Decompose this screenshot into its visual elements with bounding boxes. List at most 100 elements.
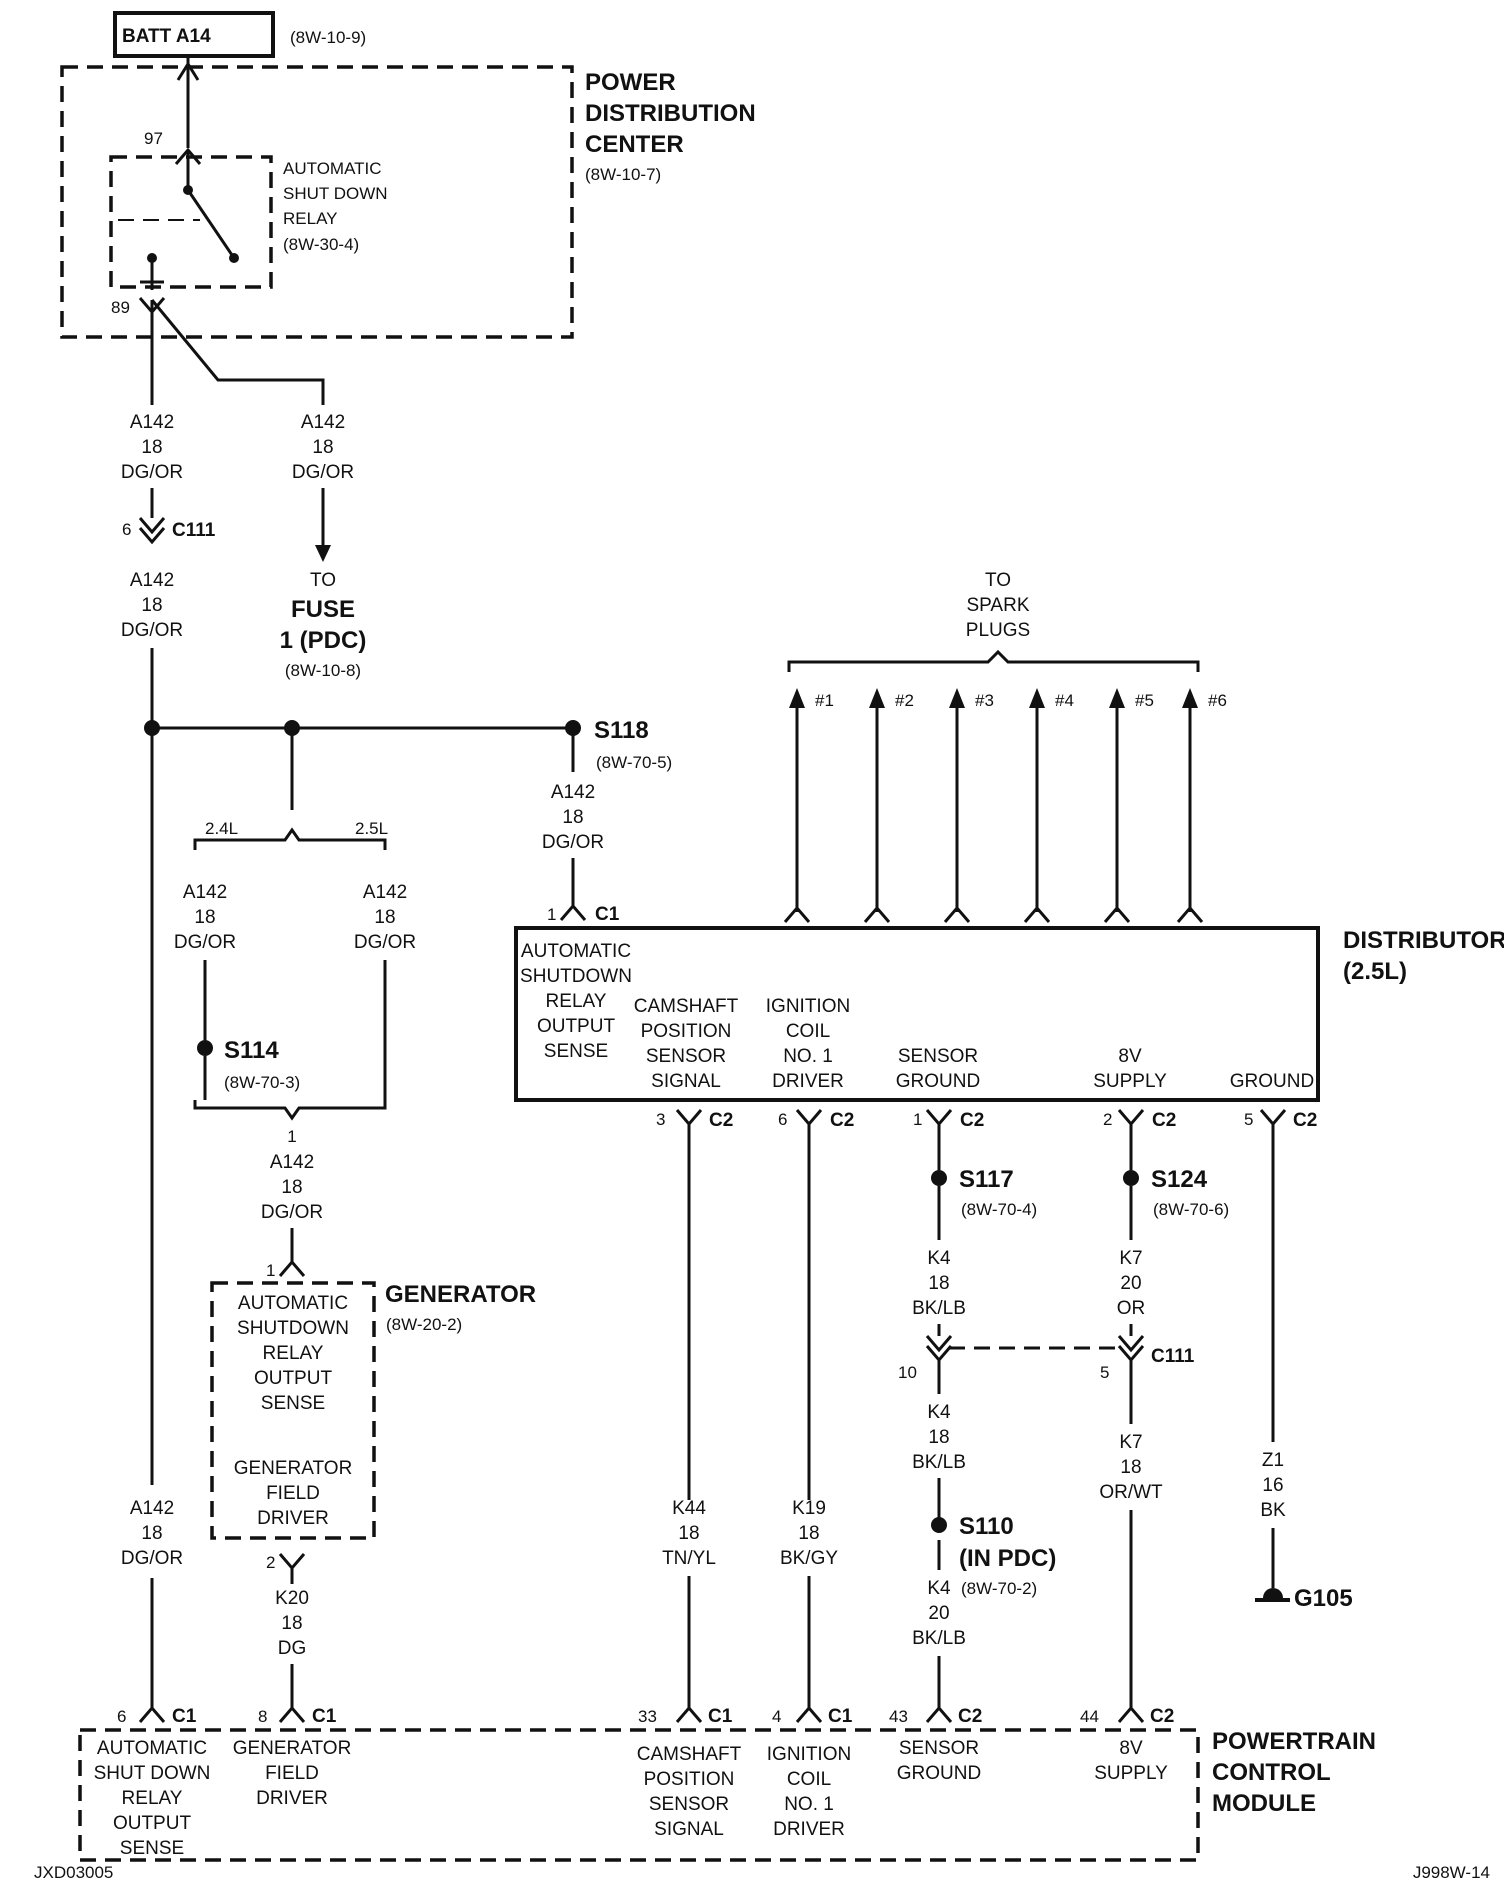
a142-3-id: A142 bbox=[130, 1498, 174, 1519]
a142-3-gauge: 18 bbox=[141, 1523, 162, 1544]
pcm-pin-8: 8 bbox=[258, 1707, 267, 1726]
pcm-sgnd-1: SENSOR bbox=[899, 1738, 979, 1759]
spark-plug-label: #5 bbox=[1135, 691, 1154, 710]
gen-pin-2: 2 bbox=[266, 1553, 275, 1572]
dist-asd-5: SENSE bbox=[544, 1041, 608, 1062]
a142-3-color: DG/OR bbox=[121, 1548, 183, 1569]
pcm-cmp-3: SENSOR bbox=[649, 1794, 729, 1815]
pcm-pin-6-conn: C1 bbox=[172, 1706, 197, 1727]
a142-s118-color: DG/OR bbox=[542, 832, 604, 853]
spark-plug-lead: #5 bbox=[1103, 688, 1154, 923]
dist-coil-2: COIL bbox=[786, 1021, 830, 1042]
pcm-cmp-4: SIGNAL bbox=[654, 1819, 724, 1840]
pcm-asd-1: AUTOMATIC bbox=[97, 1738, 207, 1759]
dist-c2-pins: 3 C2 6 C2 1 C2 2 C2 5 C2 bbox=[656, 1109, 1317, 1131]
generator-ref: (8W-20-2) bbox=[386, 1315, 462, 1334]
spark-plugs: TO SPARK PLUGS #1#2#3#4#5#6 bbox=[783, 570, 1227, 923]
k7-18-id: K7 bbox=[1119, 1432, 1142, 1453]
pcm-title-1: POWERTRAIN bbox=[1212, 1728, 1376, 1755]
pcm-gen-3: DRIVER bbox=[256, 1788, 328, 1809]
spark-plug-label: #1 bbox=[815, 691, 834, 710]
pcm-pin-44: 44 bbox=[1080, 1707, 1099, 1726]
k19-id: K19 bbox=[792, 1498, 826, 1519]
dist-asd-1: AUTOMATIC bbox=[521, 941, 631, 962]
footer-right: J998W-14 bbox=[1413, 1863, 1490, 1882]
pcm-coil-1: IGNITION bbox=[767, 1744, 851, 1765]
spark-plug-label: #6 bbox=[1208, 691, 1227, 710]
spark-plug-lead: #3 bbox=[943, 688, 994, 923]
dist-cmp-3: SENSOR bbox=[646, 1046, 726, 1067]
dist-pin-3-conn: C2 bbox=[709, 1110, 733, 1131]
spark-plug-label: #3 bbox=[975, 691, 994, 710]
dist-coil-1: IGNITION bbox=[766, 996, 850, 1017]
dist-c1-pin: 1 bbox=[547, 905, 556, 924]
a142-25-id: A142 bbox=[363, 882, 407, 903]
s117-ref: (8W-70-4) bbox=[961, 1200, 1037, 1219]
spark-plug-label: #4 bbox=[1055, 691, 1074, 710]
pcm-pin-4-conn: C1 bbox=[828, 1706, 853, 1727]
pcm-supply-2: SUPPLY bbox=[1094, 1763, 1168, 1784]
a142-24-color: DG/OR bbox=[174, 932, 236, 953]
k19-color: BK/GY bbox=[780, 1548, 838, 1569]
dist-supply-2: SUPPLY bbox=[1093, 1071, 1167, 1092]
k4-chain: S117 (8W-70-4) K4 18 BK/LB 10 K4 18 BK/L… bbox=[898, 1124, 1120, 1708]
s124-name: S124 bbox=[1151, 1166, 1208, 1193]
pdc-box: POWER DISTRIBUTION CENTER (8W-10-7) bbox=[60, 65, 756, 339]
a142-24-id: A142 bbox=[183, 882, 227, 903]
batt-label: BATT A14 bbox=[122, 26, 211, 47]
engine-branch: 2.4L 2.5L A142 18 DG/OR A142 18 DG/OR S1… bbox=[174, 735, 416, 1280]
dist-pin-5-conn: C2 bbox=[1293, 1110, 1317, 1131]
dist-pin-6-conn: C2 bbox=[830, 1110, 854, 1131]
pcm-gen-1: GENERATOR bbox=[233, 1738, 352, 1759]
s114-ref: (8W-70-3) bbox=[224, 1073, 300, 1092]
pcm-coil-2: COIL bbox=[787, 1769, 831, 1790]
z1-id: Z1 bbox=[1262, 1450, 1284, 1471]
relay-label-2: SHUT DOWN bbox=[283, 184, 388, 203]
branch-25l: 2.5L bbox=[355, 819, 388, 838]
pcm-sgnd-2: GROUND bbox=[897, 1763, 981, 1784]
gen-asd-5: SENSE bbox=[261, 1393, 325, 1414]
dist-cmp-2: POSITION bbox=[641, 1021, 732, 1042]
a142-2-id: A142 bbox=[130, 570, 174, 591]
s114-name: S114 bbox=[224, 1037, 279, 1064]
gen-field-3: DRIVER bbox=[257, 1508, 329, 1529]
s110-ref: (8W-70-2) bbox=[961, 1579, 1037, 1598]
c111-mid-pin-5: 5 bbox=[1100, 1363, 1109, 1382]
dist-title-1: DISTRIBUTOR bbox=[1343, 927, 1504, 954]
pcm-asd-4: OUTPUT bbox=[113, 1813, 192, 1834]
k20-gauge: 18 bbox=[281, 1613, 302, 1634]
dist-asd-4: OUTPUT bbox=[537, 1016, 616, 1037]
dist-pin-5: 5 bbox=[1244, 1110, 1253, 1129]
a142-s118-id: A142 bbox=[551, 782, 595, 803]
pcm-title-2: CONTROL bbox=[1212, 1759, 1331, 1786]
dist-coil-4: DRIVER bbox=[772, 1071, 844, 1092]
a142-fuse-id: A142 bbox=[301, 412, 345, 433]
pdc-ref: (8W-10-7) bbox=[585, 165, 661, 184]
gen-field-1: GENERATOR bbox=[234, 1458, 353, 1479]
footer-left: JXD03005 bbox=[34, 1863, 113, 1882]
dist-sgnd-2: GROUND bbox=[896, 1071, 980, 1092]
k20-id: K20 bbox=[275, 1588, 309, 1609]
fuse-to: TO bbox=[310, 570, 336, 591]
spark-title-1: TO bbox=[985, 570, 1011, 591]
a142-gen-color: DG/OR bbox=[261, 1202, 323, 1223]
dist-pin-6: 6 bbox=[778, 1110, 787, 1129]
dist-pin-2: 2 bbox=[1103, 1110, 1112, 1129]
spark-plug-lead: #6 bbox=[1176, 688, 1227, 923]
pcm-cmp-1: CAMSHAFT bbox=[637, 1744, 742, 1765]
a142-1-color: DG/OR bbox=[121, 462, 183, 483]
k44-id: K44 bbox=[672, 1498, 706, 1519]
k4-18-id: K4 bbox=[927, 1248, 951, 1269]
dist-title-2: (2.5L) bbox=[1343, 958, 1407, 985]
fuse-pdc: 1 (PDC) bbox=[280, 627, 367, 654]
gen-field-2: FIELD bbox=[266, 1483, 320, 1504]
gen-asd-1: AUTOMATIC bbox=[238, 1293, 348, 1314]
spark-plug-label: #2 bbox=[895, 691, 914, 710]
batt-ref: (8W-10-9) bbox=[290, 28, 366, 47]
k20-color: DG bbox=[278, 1638, 307, 1659]
gen-asd-2: SHUTDOWN bbox=[237, 1318, 349, 1339]
z1-color: BK bbox=[1260, 1500, 1286, 1521]
spark-title-3: PLUGS bbox=[966, 620, 1030, 641]
c111-top-pin: 6 bbox=[122, 520, 131, 539]
